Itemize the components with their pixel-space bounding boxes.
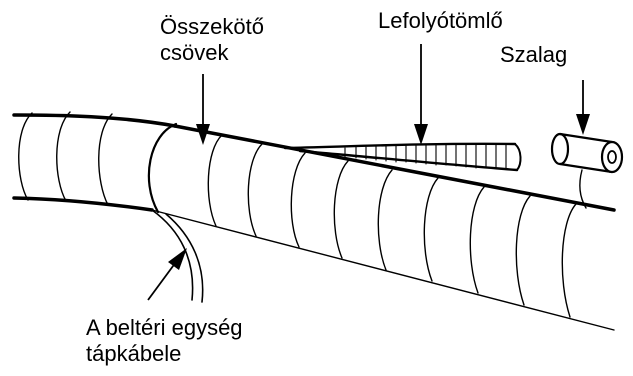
label-power-cable-line2: tápkábele [86,341,243,367]
label-drain-hose: Lefolyótömlő [378,8,503,34]
drain-hose [285,144,521,170]
label-connecting-pipes-line2: csövek [160,40,264,66]
label-tape: Szalag [500,42,567,68]
tape-roll [552,134,622,172]
arrow-tape [576,80,590,135]
arrow-power-cable [148,248,187,300]
arrow-connecting-pipes [196,74,210,145]
label-connecting-pipes-line1: Összekötő [160,14,264,40]
label-indoor-unit-power-cable: A beltéri egység tápkábele [86,315,243,367]
label-connecting-pipes: Összekötő csövek [160,14,264,66]
arrow-drain-hose [414,44,428,145]
label-power-cable-line1: A beltéri egység [86,315,243,341]
main-bundle [149,124,614,330]
